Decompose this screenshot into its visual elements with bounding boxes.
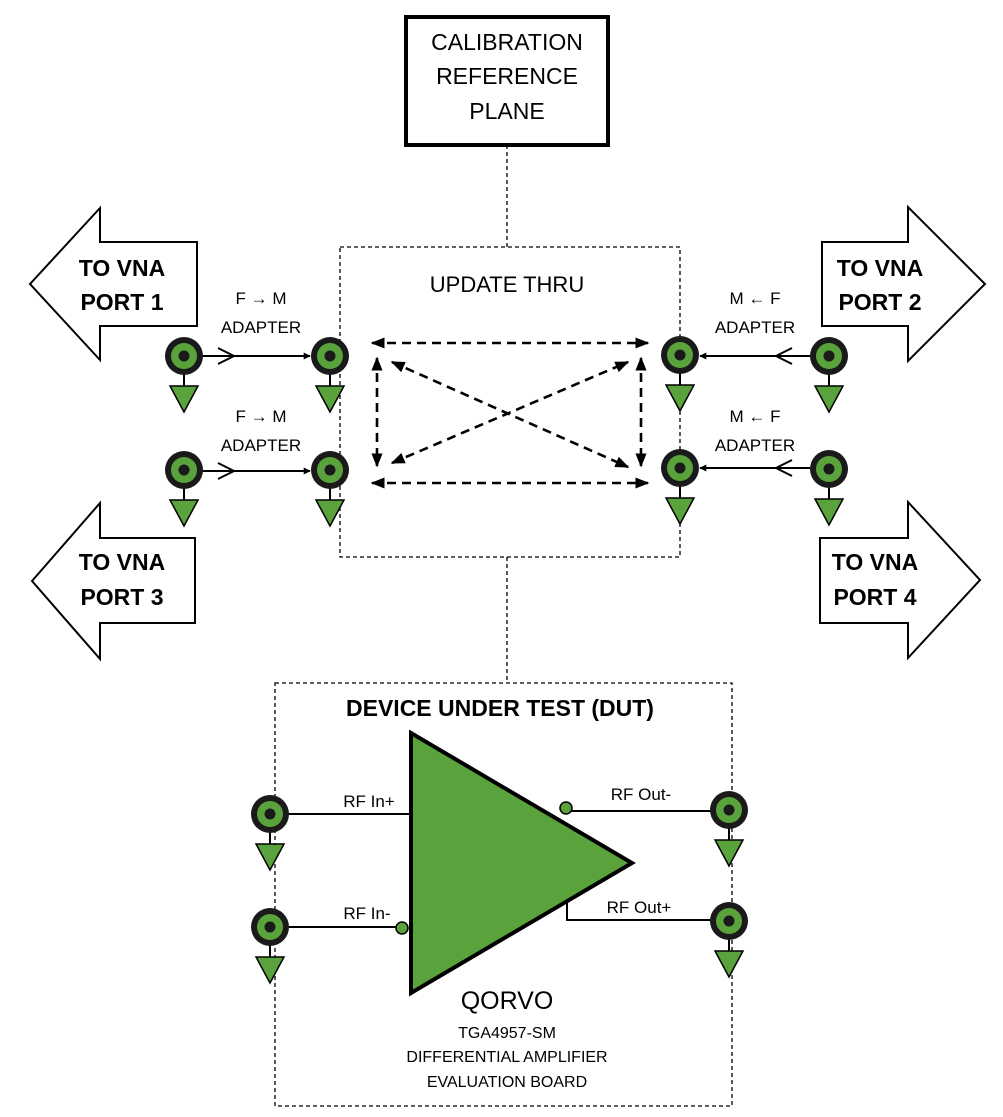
ground-icon [168, 499, 200, 528]
dut-maker: QORVO [461, 987, 554, 1015]
vna-port-1-arrow: TO VNA PORT 1 [28, 205, 198, 363]
connector-pin [674, 349, 686, 361]
connector-pin [264, 921, 276, 933]
adapter-left-bottom-line1: F → M [236, 407, 287, 426]
connector-pin [723, 804, 735, 816]
connector-rf-out-minus [710, 791, 748, 868]
adapter-chevron-right-bottom [773, 459, 793, 477]
connector-left-top-male [311, 337, 349, 414]
rf-out-minus-line [566, 809, 712, 812]
connector-right-top-male [661, 336, 699, 413]
rf-out-minus-pin [559, 801, 573, 815]
connector-pin [178, 350, 190, 362]
dut-desc-line2: EVALUATION BOARD [427, 1074, 587, 1091]
adapter-right-top-line2: ADAPTER [715, 318, 795, 337]
connector-port1-female [165, 337, 203, 414]
rf-out-plus-line [566, 900, 712, 921]
connector-port2-female [810, 337, 848, 414]
port2-line2: PORT 2 [838, 289, 921, 315]
ground-icon [813, 385, 845, 414]
port3-line1: TO VNA [79, 549, 165, 575]
ground-icon [168, 385, 200, 414]
calibration-reference-plane-box: CALIBRATION REFERENCE PLANE [404, 15, 610, 147]
connector-pin [324, 464, 336, 476]
connector-rf-in-plus [251, 795, 289, 872]
dut-model: TGA4957-SM [458, 1025, 556, 1042]
port4-line1: TO VNA [832, 549, 918, 575]
connector-port4-female [810, 450, 848, 527]
vna-port-3-arrow: TO VNA PORT 3 [30, 500, 196, 662]
adapter-right-top-line1: M ← F [730, 289, 781, 308]
adapter-left-top-line2: ADAPTER [221, 318, 301, 337]
ground-icon [254, 956, 286, 985]
amplifier-triangle [409, 729, 636, 997]
thru-arrows [370, 337, 650, 489]
adapter-left-top-line1: F → M [236, 289, 287, 308]
thru-arrow-diagonal-up [390, 360, 630, 465]
dut-desc-line1: DIFFERENTIAL AMPLIFIER [406, 1049, 607, 1066]
connector-pin [178, 464, 190, 476]
connector-pin [723, 915, 735, 927]
ground-icon [713, 839, 745, 868]
calibration-label-line2: REFERENCE [436, 63, 578, 89]
dut-title: DEVICE UNDER TEST (DUT) [346, 695, 654, 721]
ground-icon [254, 843, 286, 872]
ground-icon [664, 497, 696, 526]
connector-right-bottom-male [661, 449, 699, 526]
calibration-label-line1: CALIBRATION [431, 29, 583, 55]
update-thru-box [339, 246, 681, 558]
connector-pin [674, 462, 686, 474]
ground-icon [314, 385, 346, 414]
adapter-right-bottom-line1: M ← F [730, 407, 781, 426]
ground-icon [664, 384, 696, 413]
rf-out-plus-label: RF Out+ [607, 898, 672, 917]
rf-in-plus-label: RF In+ [343, 792, 395, 811]
connector-pin [823, 350, 835, 362]
ground-icon [713, 950, 745, 979]
connector-port3-female [165, 451, 203, 528]
port2-line1: TO VNA [837, 255, 923, 281]
adapter-lines [200, 347, 810, 480]
connector-pin [324, 350, 336, 362]
ground-icon [314, 499, 346, 528]
dut-box [274, 682, 733, 1107]
connector-left-bottom-male [311, 451, 349, 528]
port1-line1: TO VNA [79, 255, 165, 281]
rf-in-minus-pin [395, 921, 409, 935]
rf-in-minus-label: RF In- [343, 904, 390, 923]
vna-port-4-arrow: TO VNA PORT 4 [819, 499, 982, 661]
connectors [165, 336, 848, 985]
connector-rf-in-minus [251, 908, 289, 985]
connector-rf-out-plus [710, 902, 748, 979]
update-thru-label: UPDATE THRU [430, 272, 584, 297]
adapter-chevron-left-bottom [217, 462, 237, 480]
adapter-left-bottom-line2: ADAPTER [221, 436, 301, 455]
connector-pin [823, 463, 835, 475]
ground-icon [813, 498, 845, 527]
calibration-label-line3: PLANE [469, 98, 544, 124]
adapter-right-bottom-line2: ADAPTER [715, 436, 795, 455]
adapter-chevron-right-top [773, 347, 793, 365]
rf-out-minus-label: RF Out- [611, 785, 671, 804]
connector-pin [264, 808, 276, 820]
adapter-chevron-left-top [217, 347, 237, 365]
vna-port-2-arrow: TO VNA PORT 2 [821, 204, 987, 364]
port4-line2: PORT 4 [833, 584, 916, 610]
port3-line2: PORT 3 [80, 584, 163, 610]
port1-line2: PORT 1 [80, 289, 163, 315]
